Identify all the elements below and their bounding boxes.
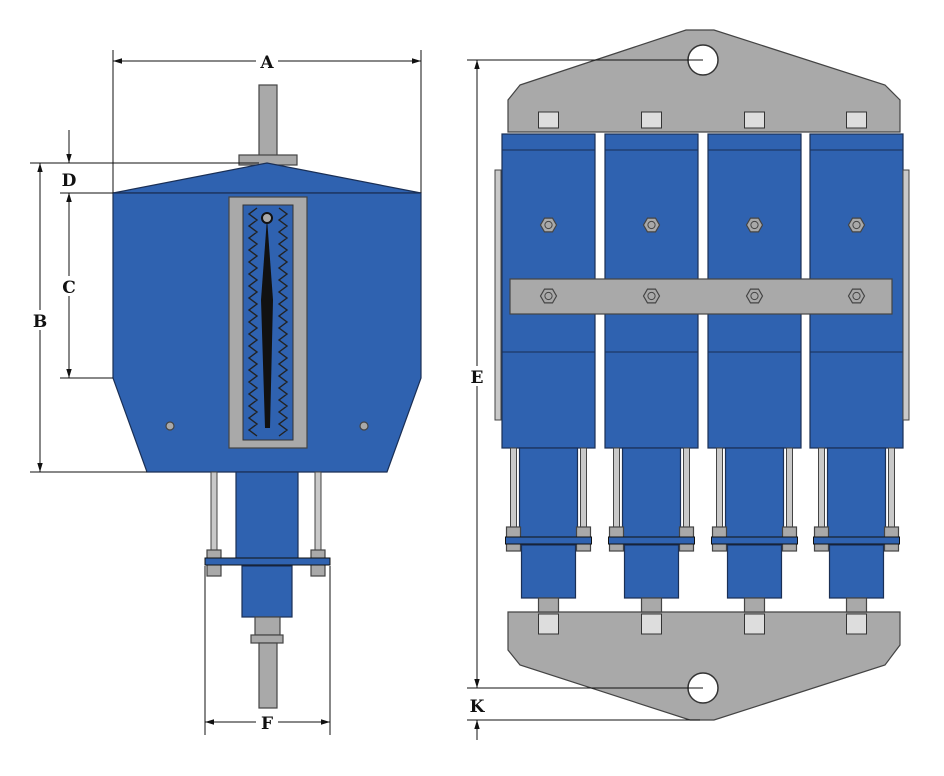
label-k: K — [470, 697, 486, 717]
bar-bolt — [745, 288, 764, 304]
label-f: F — [261, 714, 273, 734]
bar-bolt — [539, 288, 558, 304]
housing-bolt — [745, 217, 764, 233]
top-clip — [538, 111, 559, 129]
top-clip — [846, 111, 867, 129]
cross-bar — [509, 278, 893, 315]
bottom-clip — [538, 613, 559, 635]
guide-rod — [888, 447, 895, 541]
lower-tube — [518, 447, 579, 541]
bar-bolt — [847, 288, 866, 304]
guide-rod — [786, 447, 793, 541]
lower-plate — [204, 557, 331, 566]
piston — [520, 544, 577, 599]
bottom-washer — [250, 634, 284, 644]
lower-tube — [724, 447, 785, 541]
guide-rod — [580, 447, 587, 541]
top-cap — [112, 162, 422, 194]
top-clip — [641, 111, 662, 129]
top-plate — [507, 29, 901, 133]
piston-nut — [743, 597, 766, 613]
top-rod — [258, 84, 278, 158]
lower-tube — [621, 447, 682, 541]
bar-bolt-hole — [852, 291, 861, 301]
single-hanger-side-view — [112, 84, 422, 709]
bar-bolt-hole — [544, 291, 553, 301]
bottom-clip — [846, 613, 867, 635]
guide-rod — [613, 447, 620, 541]
multi-hanger-front-view — [494, 29, 910, 721]
guide-rod — [510, 447, 517, 541]
housing-bolt-hole — [750, 220, 759, 230]
piston — [623, 544, 680, 599]
lower-plate — [711, 536, 798, 545]
bottom-rod — [258, 642, 278, 709]
label-a: A — [259, 53, 274, 73]
piston-nut — [537, 597, 560, 613]
guide-rod — [818, 447, 825, 541]
piston — [241, 565, 293, 618]
piston — [828, 544, 885, 599]
bar-bolt — [642, 288, 661, 304]
rivet-right — [359, 421, 369, 431]
label-c: C — [62, 278, 76, 298]
side-strip-right — [902, 169, 910, 421]
bar-bolt-hole — [647, 291, 656, 301]
bottom-nut — [254, 616, 281, 636]
cross-bar-bolts — [539, 288, 866, 304]
housing-bolt-hole — [647, 220, 656, 230]
label-e: E — [471, 368, 484, 388]
housing-bolt — [642, 217, 661, 233]
bottom-clip — [744, 613, 765, 635]
housing-bolt-hole — [852, 220, 861, 230]
guide-rod — [683, 447, 690, 541]
piston — [726, 544, 783, 599]
label-d: D — [62, 171, 77, 191]
lower-plate — [813, 536, 900, 545]
side-strip-left — [494, 169, 502, 421]
bottom-clip — [641, 613, 662, 635]
guide-rod — [716, 447, 723, 541]
coil-spring — [247, 207, 289, 437]
lower-tube — [235, 471, 299, 561]
bottom-plate — [507, 611, 901, 721]
lower-plate — [505, 536, 592, 545]
lower-tube — [826, 447, 887, 541]
housing-bolt — [539, 217, 558, 233]
lower-plate — [608, 536, 695, 545]
housing-bolt-hole — [544, 220, 553, 230]
top-clip — [744, 111, 765, 129]
spring-modules — [501, 111, 904, 635]
label-b: B — [33, 312, 47, 332]
housing-bolt — [847, 217, 866, 233]
indicator-pin — [261, 212, 273, 224]
left-dimensions: A B C D F — [30, 50, 422, 735]
right-dimensions: E K — [466, 59, 703, 740]
piston-nut — [640, 597, 663, 613]
rivet-left — [165, 421, 175, 431]
piston-nut — [845, 597, 868, 613]
bar-bolt-hole — [750, 291, 759, 301]
load-indicator — [261, 218, 273, 428]
